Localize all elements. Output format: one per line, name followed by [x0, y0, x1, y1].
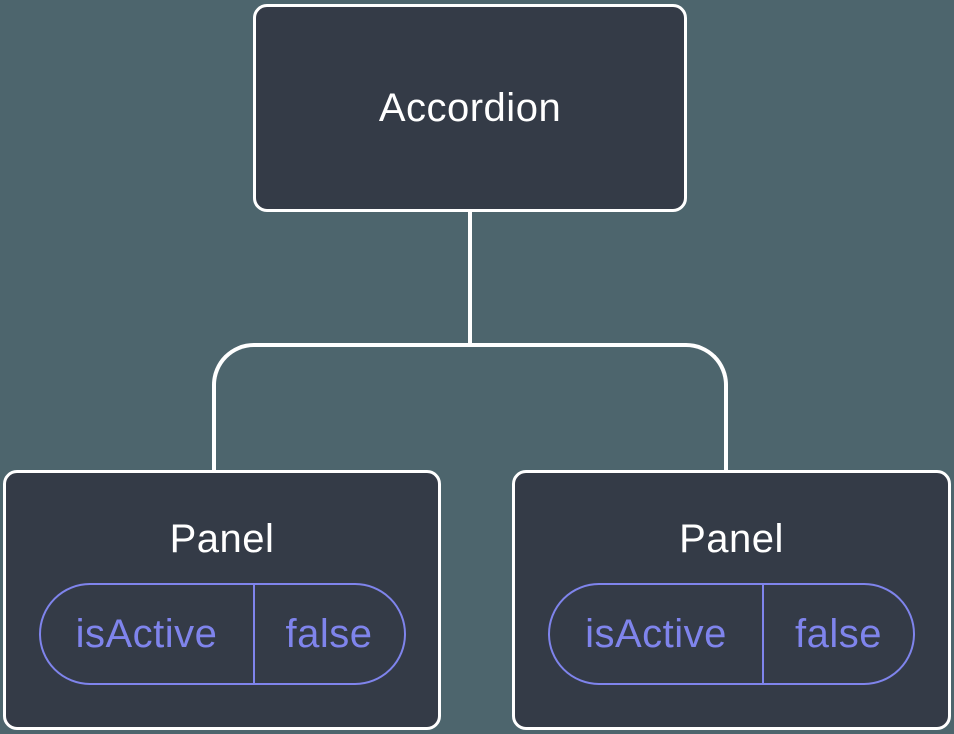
- prop-name: isActive: [75, 611, 218, 656]
- prop-name: isActive: [585, 611, 727, 656]
- panel-node-left: Panel isActive false: [3, 470, 441, 730]
- pill-divider: [762, 585, 764, 683]
- pill-divider: [252, 585, 255, 683]
- props-pill: isActive false: [38, 583, 406, 685]
- props-pill: isActive false: [548, 583, 915, 685]
- accordion-node: Accordion: [253, 4, 687, 212]
- accordion-node-label: Accordion: [378, 86, 562, 130]
- panel-node-right: Panel isActive false: [512, 470, 951, 730]
- panel-node-label: Panel: [169, 517, 275, 561]
- panel-node-label: Panel: [679, 517, 784, 561]
- prop-value: false: [285, 611, 373, 656]
- connector-bracket: [212, 343, 728, 470]
- connector-stem: [468, 210, 472, 346]
- prop-value: false: [795, 611, 882, 656]
